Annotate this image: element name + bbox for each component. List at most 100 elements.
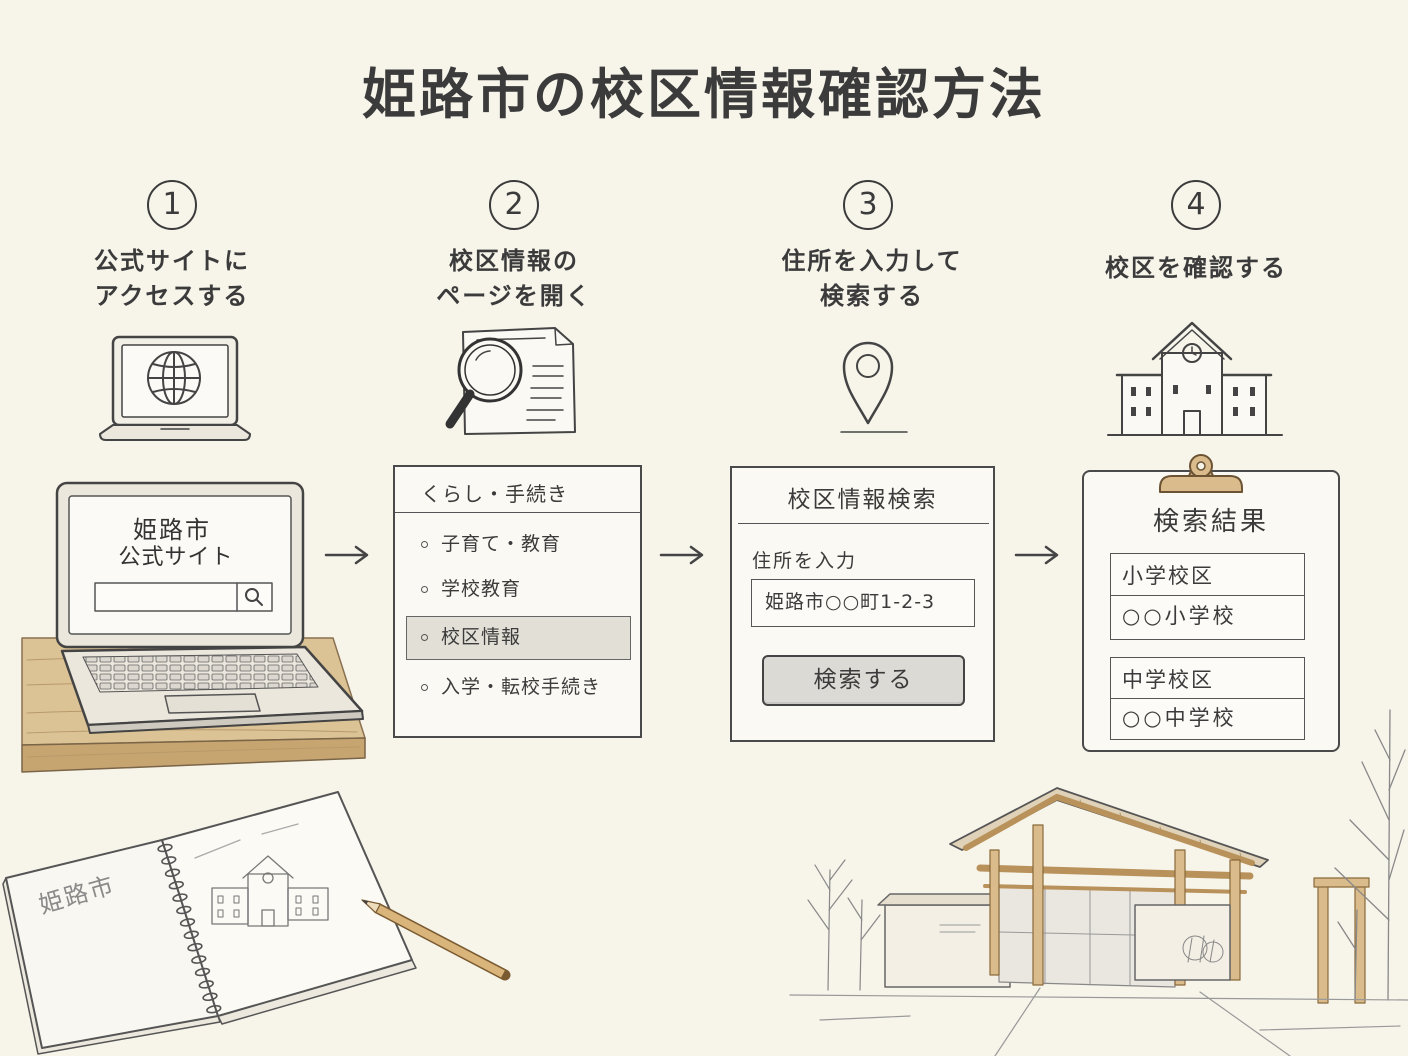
school-tower <box>1161 352 1223 436</box>
junior-high-district-box: 中学校区 ○○中学校 <box>1110 657 1305 740</box>
location-pin-icon <box>840 341 908 433</box>
school-roof <box>1151 321 1233 361</box>
spiral-ring <box>191 955 207 964</box>
search-button[interactable] <box>236 582 263 612</box>
school-right-wing <box>1221 374 1267 436</box>
bullet <box>421 586 428 593</box>
bare-tree-right <box>1334 709 1406 1001</box>
step-label-line: 公式サイトに <box>94 247 250 275</box>
results-clipboard: 検索結果 小学校区 ○○小学校 中学校区 ○○中学校 <box>1082 470 1340 752</box>
bare-tree-left <box>807 859 881 991</box>
screen-title-line: 公式サイト <box>118 545 234 570</box>
step-label-line: アクセスする <box>94 282 250 310</box>
step-label-line: 住所を入力して <box>781 247 963 275</box>
shrubs <box>1182 935 1224 963</box>
search-input[interactable] <box>94 582 273 612</box>
spiral-ring <box>164 868 181 878</box>
pencil-icon <box>361 899 511 981</box>
clock-icon <box>1182 343 1202 363</box>
laptop-globe-icon <box>99 335 251 441</box>
step-label-1: 公式サイトに アクセスする <box>32 244 312 314</box>
page-title: 姫路市の校区情報確認方法 <box>362 63 1046 126</box>
step-label-2: 校区情報の ページを開く <box>374 244 654 314</box>
result-label: 中学校区 <box>1122 668 1214 692</box>
menu-item[interactable]: 学校教育 <box>406 568 631 612</box>
clipboard-clip-icon <box>1159 454 1243 493</box>
desk-front <box>21 737 366 773</box>
divider <box>395 512 640 513</box>
spiral-ring <box>198 980 214 989</box>
document-magnifier-icon <box>445 327 576 435</box>
arrow-right-icon <box>324 545 369 565</box>
menu-item-label: 入学・転校手続き <box>441 676 602 698</box>
menu-item-label: 校区情報 <box>441 626 522 648</box>
elementary-district-box: 小学校区 ○○小学校 <box>1110 553 1305 640</box>
menu-item-label: 子育て・教育 <box>441 533 562 555</box>
school-building-icon <box>1107 321 1283 436</box>
spiral-ring <box>206 1004 222 1014</box>
result-value: ○○中学校 <box>1122 706 1237 730</box>
search-form-header: 校区情報検索 <box>787 487 938 513</box>
globe-icon <box>147 351 201 405</box>
divider <box>1111 595 1304 596</box>
spiral-ring <box>157 843 173 853</box>
step-number-1: 1 <box>147 180 197 230</box>
pin-center <box>856 354 880 378</box>
step-label-3: 住所を入力して 検索する <box>732 244 1012 314</box>
menu-panel: くらし・手続き 子育て・教育 学校教育 校区情報 入学・転校手続き <box>393 465 642 738</box>
step-number-4: 4 <box>1171 180 1221 230</box>
trackpad[interactable] <box>164 693 261 714</box>
school-windows <box>1131 385 1255 416</box>
notebook-right-page <box>161 791 413 1017</box>
step-label-4: 校区を確認する <box>1056 251 1336 286</box>
address-label: 住所を入力 <box>752 550 858 572</box>
spiral-ring <box>172 893 188 902</box>
search-icon[interactable] <box>245 588 263 606</box>
spiral-ring <box>168 880 184 890</box>
step-label-line: 校区情報の <box>449 247 579 275</box>
step-label-line: 検索する <box>820 282 924 310</box>
spiral-binding <box>157 843 222 1014</box>
notebook-illustration <box>2 791 511 1055</box>
step-label-line: ページを開く <box>436 282 592 310</box>
page-stack-right <box>217 959 417 1025</box>
result-label: 小学校区 <box>1122 564 1214 588</box>
spiral-ring <box>194 967 211 977</box>
wooden-gate <box>1313 877 1370 1004</box>
menu-item[interactable]: 子育て・教育 <box>406 523 631 567</box>
step-number-3: 3 <box>843 180 893 230</box>
menu-header: くらし・手続き <box>421 482 568 506</box>
laptop-base <box>99 424 251 441</box>
spiral-ring <box>183 930 199 940</box>
menu-item[interactable]: 入学・転校手続き <box>406 666 631 710</box>
school-sketch <box>194 823 329 927</box>
spiral-ring <box>176 905 192 915</box>
menu-item[interactable]: 校区情報 <box>406 616 631 660</box>
document-fold <box>554 327 574 346</box>
bullet <box>421 684 428 691</box>
bullet <box>421 634 428 641</box>
spiral-ring <box>202 992 218 1002</box>
search-button[interactable]: 検索する <box>762 655 965 706</box>
step-number-2: 2 <box>489 180 539 230</box>
search-form-panel: 校区情報検索 住所を入力 姫路市○○町1-2-3 検索する <box>730 466 995 742</box>
menu-item-label: 学校教育 <box>441 578 522 600</box>
school-left-wing <box>1121 374 1163 436</box>
arrow-right-icon <box>659 545 704 565</box>
bullet <box>421 541 428 548</box>
magnifier-icon <box>445 337 523 429</box>
ground <box>789 987 1408 1056</box>
laptop-base-edge <box>87 710 364 734</box>
screen-title-line: 姫路市 <box>133 516 211 544</box>
spiral-ring <box>179 918 196 927</box>
low-wall-left <box>877 893 1019 988</box>
keyboard[interactable] <box>82 653 319 693</box>
laptop-illustration <box>21 481 366 773</box>
pin-outline <box>842 341 894 425</box>
timber-frame <box>963 794 1255 894</box>
address-input[interactable]: 姫路市○○町1-2-3 <box>751 579 975 627</box>
step-label-line: 校区を確認する <box>1105 254 1287 282</box>
result-value: ○○小学校 <box>1122 604 1237 628</box>
spiral-ring <box>161 856 177 865</box>
